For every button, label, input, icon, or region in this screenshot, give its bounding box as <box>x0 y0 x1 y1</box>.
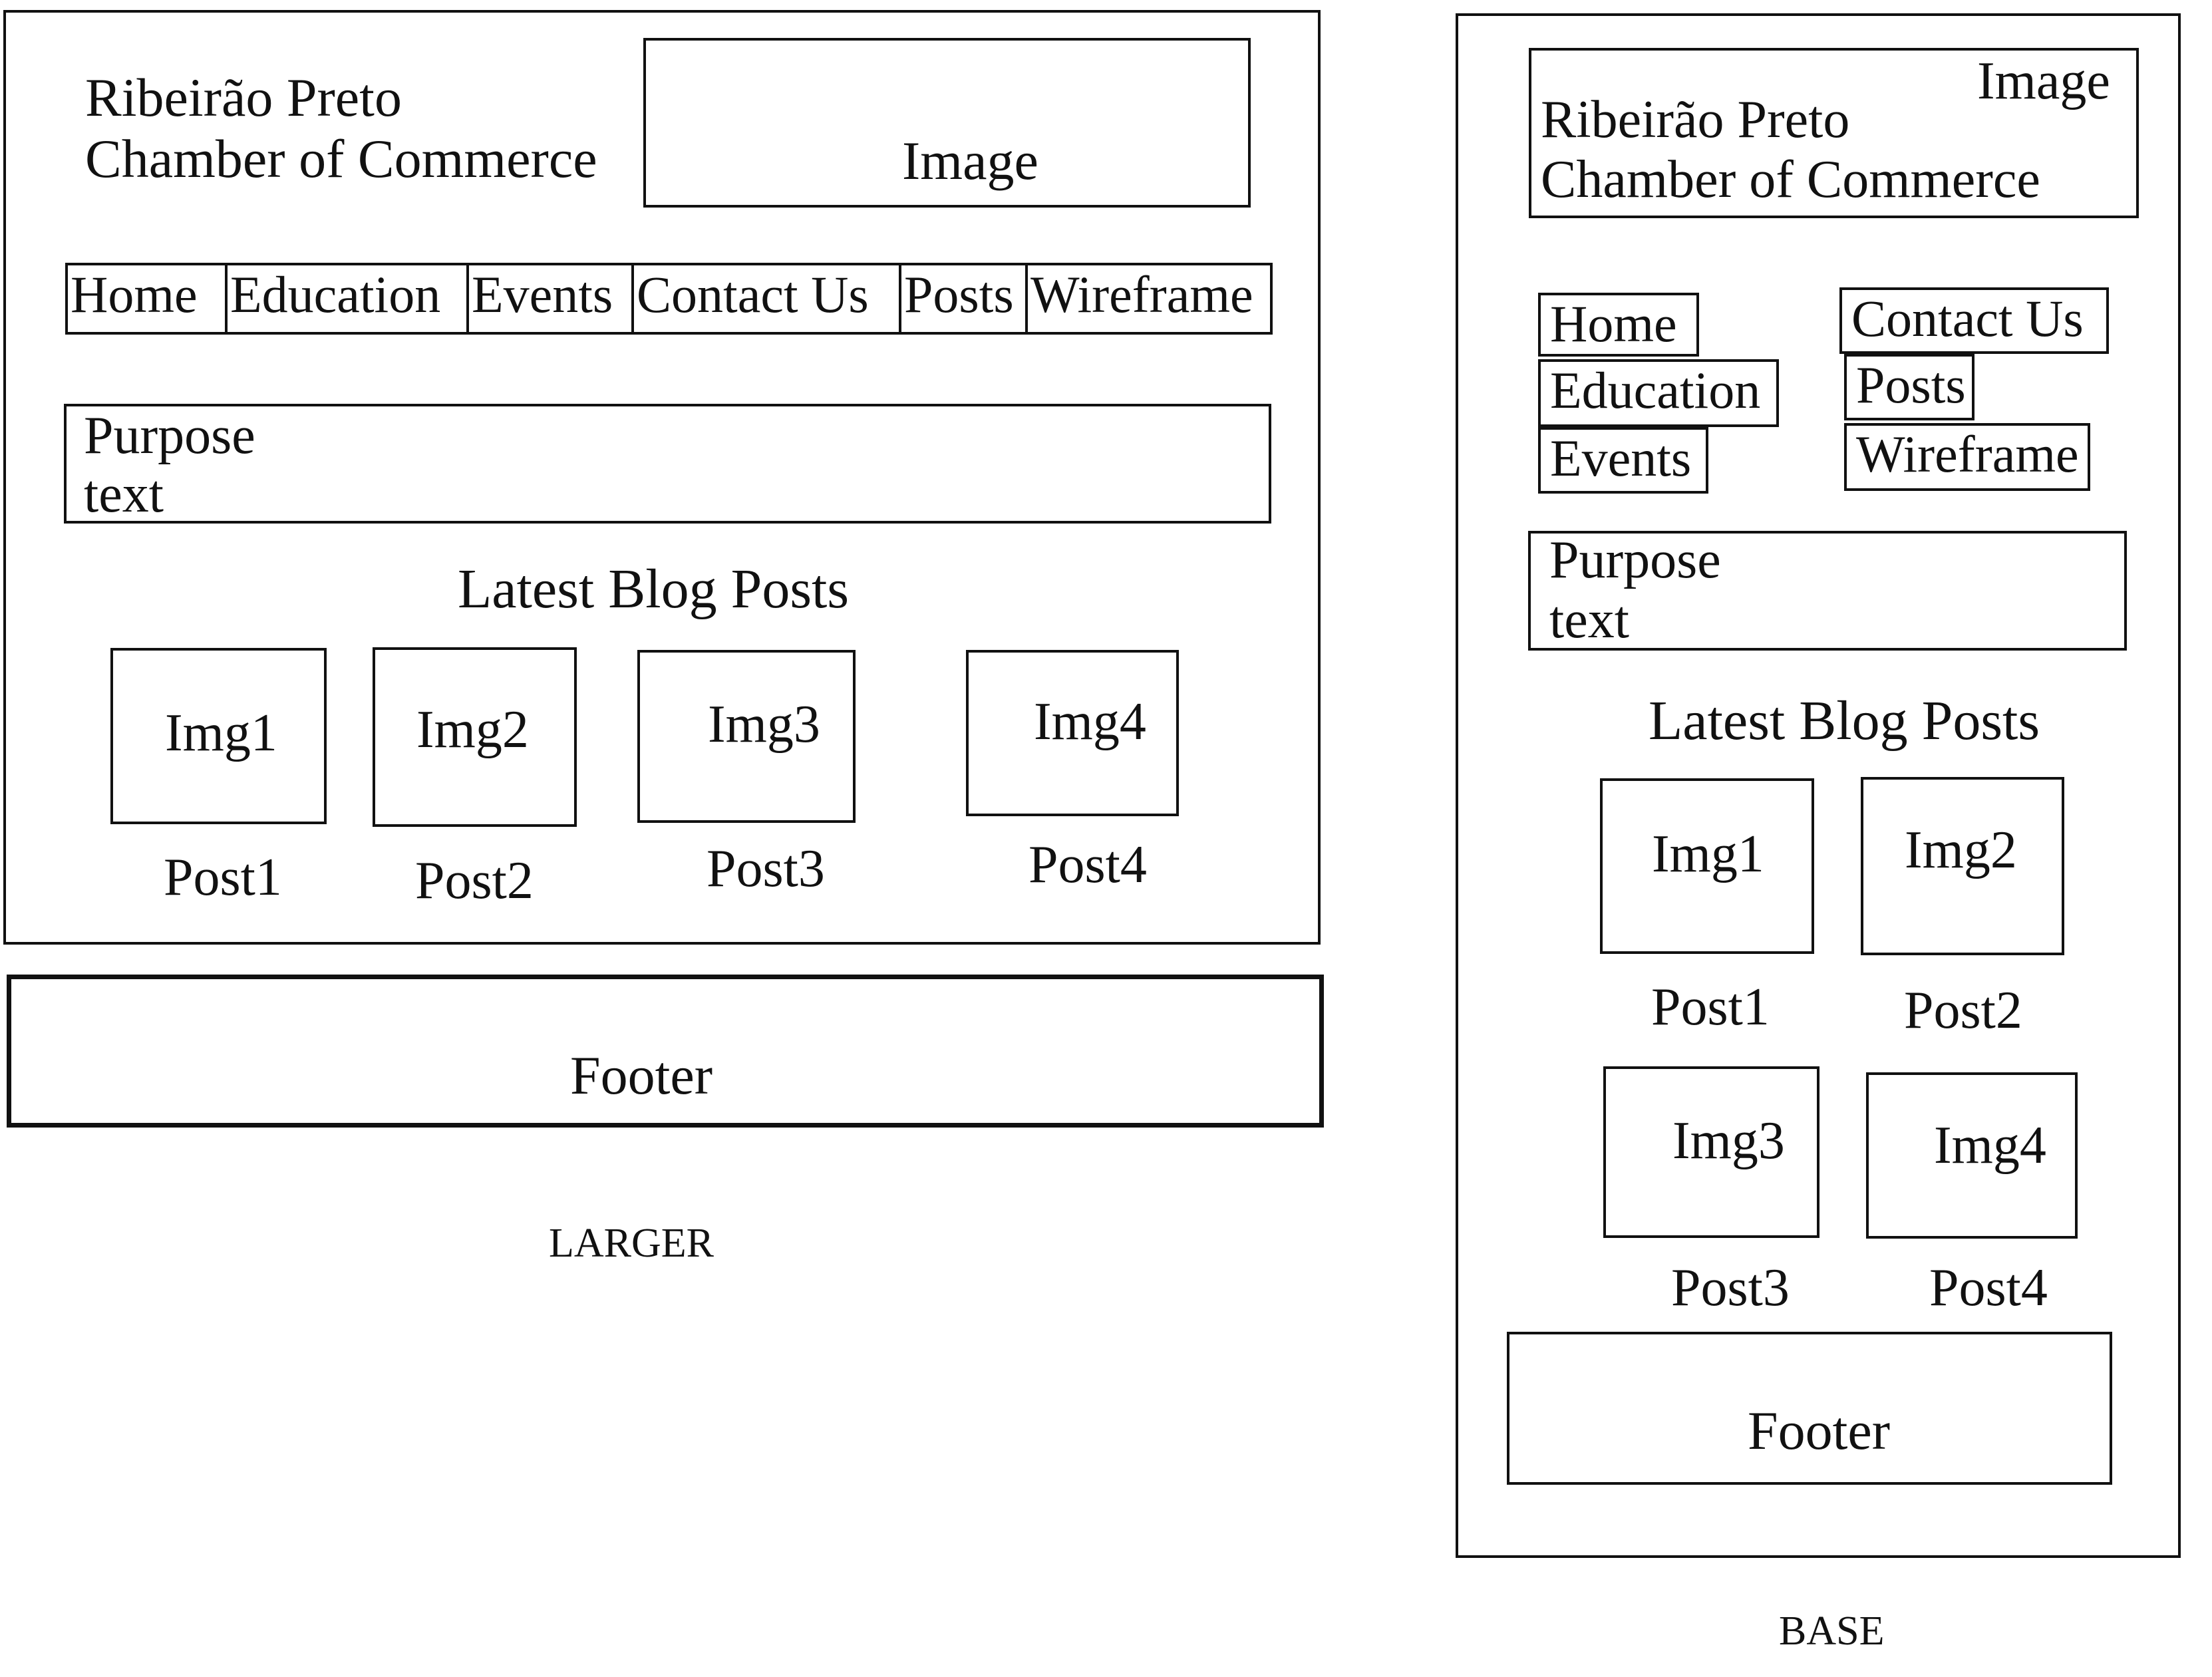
larger-post3-image-label: Img3 <box>708 695 820 754</box>
base-post2-image: Img2 <box>1861 777 2064 955</box>
larger-org-title-line1: Ribeirão Preto <box>85 67 402 128</box>
larger-post4-image: Img4 <box>966 650 1179 816</box>
base-post3-image: Img3 <box>1603 1066 1819 1238</box>
larger-header-image: Image <box>643 38 1251 208</box>
larger-post2-label[interactable]: Post2 <box>415 851 534 910</box>
base-post3-label[interactable]: Post3 <box>1671 1259 1790 1317</box>
larger-nav-contact-us[interactable]: Contact Us <box>634 265 901 332</box>
base-org-title-line1: Ribeirão Preto <box>1541 90 1850 149</box>
base-post4-image-label: Img4 <box>1934 1116 2046 1175</box>
base-header-image-label: Image <box>1977 52 2110 110</box>
larger-post4-image-label: Img4 <box>1034 692 1146 751</box>
larger-footer-label: Footer <box>570 1045 713 1106</box>
larger-purpose-line1: Purpose <box>84 406 255 465</box>
larger-nav-posts[interactable]: Posts <box>901 265 1028 332</box>
base-header-box: Image Ribeirão Preto Chamber of Commerce <box>1529 48 2139 218</box>
base-purpose-line1: Purpose <box>1549 531 1721 589</box>
base-post1-image: Img1 <box>1600 778 1814 954</box>
larger-nav-education[interactable]: Education <box>228 265 469 332</box>
base-purpose-box: Purpose text <box>1528 531 2127 651</box>
base-caption: BASE <box>1779 1608 1885 1654</box>
base-post2-label[interactable]: Post2 <box>1904 981 2022 1040</box>
base-nav-home[interactable]: Home <box>1538 293 1699 357</box>
larger-post1-image-label: Img1 <box>165 704 277 762</box>
larger-post1-image: Img1 <box>110 648 327 824</box>
base-nav-contact-us[interactable]: Contact Us <box>1839 287 2109 354</box>
larger-nav-wireframe[interactable]: Wireframe <box>1030 265 1253 323</box>
larger-footer: Footer <box>7 975 1324 1128</box>
base-post4-label[interactable]: Post4 <box>1929 1259 2048 1317</box>
base-post1-image-label: Img1 <box>1652 825 1764 883</box>
base-page-frame <box>1456 13 2181 1558</box>
base-nav-posts[interactable]: Posts <box>1844 354 1975 420</box>
base-nav-events[interactable]: Events <box>1538 427 1708 494</box>
base-post1-label[interactable]: Post1 <box>1651 978 1770 1036</box>
base-nav-wireframe[interactable]: Wireframe <box>1844 423 2090 491</box>
larger-purpose-line2: text <box>84 465 164 524</box>
base-nav-education[interactable]: Education <box>1538 359 1779 427</box>
larger-purpose-box: Purpose text <box>64 404 1271 524</box>
base-footer-label: Footer <box>1748 1400 1891 1461</box>
base-post2-image-label: Img2 <box>1905 821 2017 879</box>
larger-post4-label[interactable]: Post4 <box>1028 836 1147 894</box>
larger-org-title-line2: Chamber of Commerce <box>85 128 597 189</box>
base-blog-heading: Latest Blog Posts <box>1649 690 2040 752</box>
base-purpose-line2: text <box>1549 591 1629 649</box>
larger-post3-image: Img3 <box>637 650 856 823</box>
larger-nav-home[interactable]: Home <box>68 265 228 332</box>
base-footer: Footer <box>1507 1332 2112 1485</box>
base-org-title-line2: Chamber of Commerce <box>1541 150 2040 209</box>
larger-caption: LARGER <box>549 1221 714 1266</box>
larger-post3-label[interactable]: Post3 <box>707 839 825 898</box>
larger-blog-heading: Latest Blog Posts <box>458 558 850 620</box>
larger-nav-events[interactable]: Events <box>469 265 634 332</box>
base-post4-image: Img4 <box>1866 1072 2078 1239</box>
larger-post1-label[interactable]: Post1 <box>164 848 282 907</box>
larger-post2-image: Img2 <box>373 647 577 827</box>
larger-nav-bar: Home Education Events Contact Us Posts W… <box>65 263 1273 335</box>
base-post3-image-label: Img3 <box>1672 1112 1785 1170</box>
larger-header-image-label: Image <box>902 130 1038 191</box>
larger-post2-image-label: Img2 <box>416 700 529 759</box>
